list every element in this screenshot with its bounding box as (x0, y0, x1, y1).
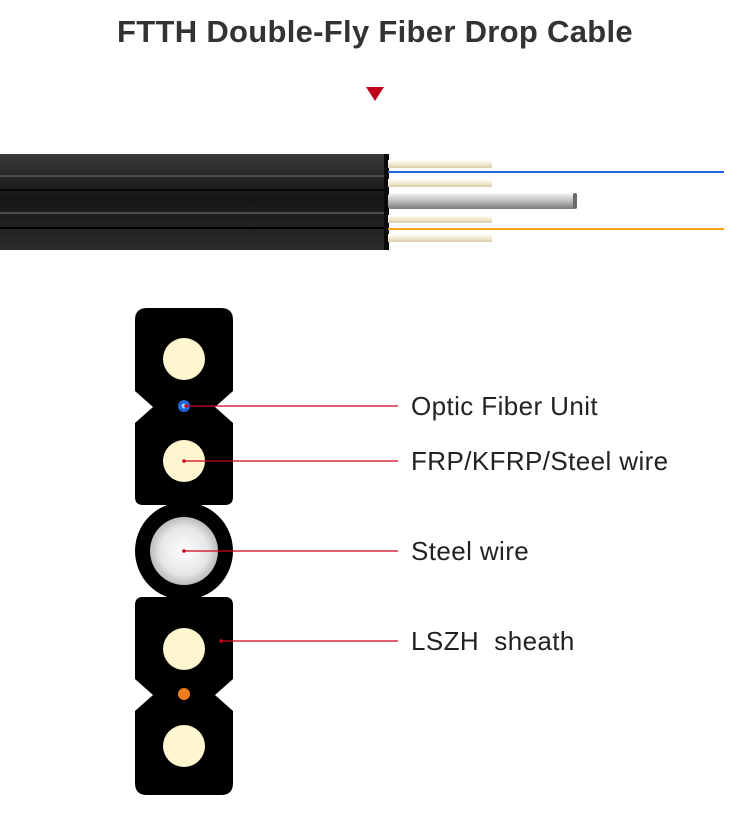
leader-dot (219, 639, 223, 643)
strength-member-rod (388, 179, 492, 187)
optical-fiber-orange-cross (178, 688, 190, 700)
strength-member-rod (388, 234, 492, 242)
cable-sheath-body (0, 154, 388, 250)
strength-member-cross (163, 628, 205, 670)
label-steel-wire: Steel wire (411, 536, 530, 566)
strength-member-rod (388, 160, 492, 168)
leader-dot (182, 459, 186, 463)
label-frp-kfrp-steel-wire: FRP/KFRP/Steel wire (411, 446, 669, 476)
label-optic-fiber-unit: Optic Fiber Unit (411, 391, 599, 421)
steel-wire-messenger-tip (573, 193, 577, 209)
leader-lines (182, 404, 398, 643)
strength-member-rod (388, 215, 492, 223)
cable-side-view (0, 154, 724, 250)
steel-wire-messenger (388, 193, 576, 209)
strength-member-cross (163, 338, 205, 380)
leader-dot (182, 549, 186, 553)
page-title: FTTH Double-Fly Fiber Drop Cable (117, 14, 633, 49)
label-lszh-sheath: LSZH sheath (411, 626, 575, 656)
sheath-end-cap (384, 154, 389, 250)
down-arrow-marker-icon (366, 87, 384, 101)
leader-dot (184, 404, 188, 408)
strength-member-cross (163, 725, 205, 767)
